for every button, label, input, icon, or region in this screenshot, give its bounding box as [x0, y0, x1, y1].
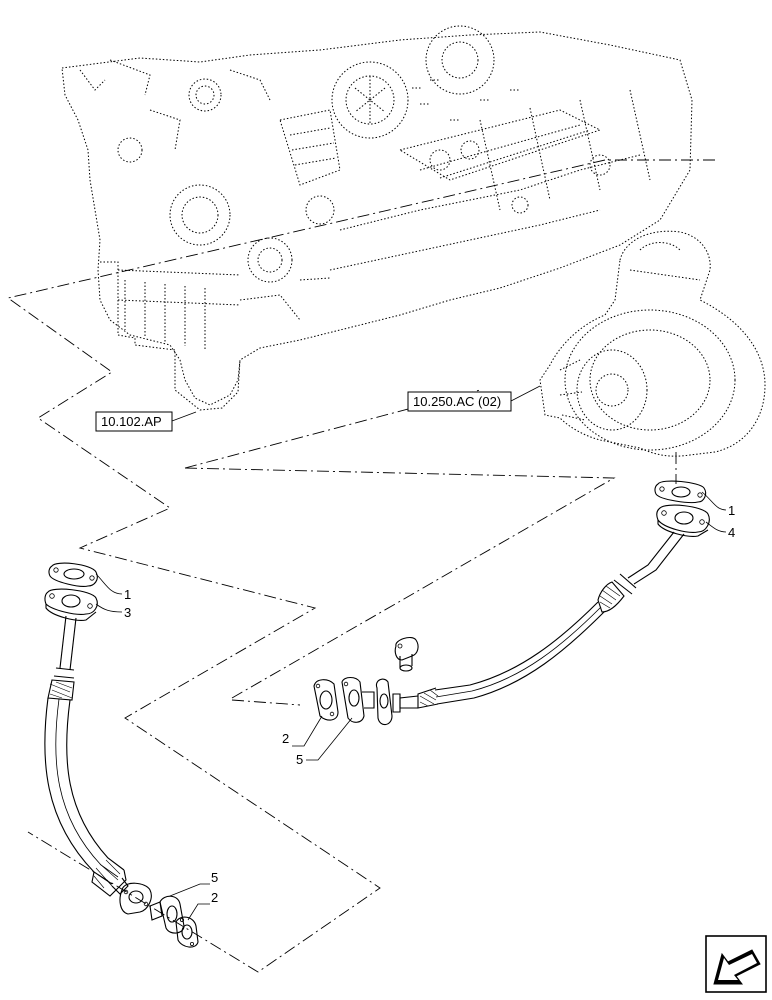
right-pipe-assembly: [313, 480, 710, 726]
left-adapter-lower: [149, 895, 185, 934]
callout-left-upper-1: 1: [124, 587, 131, 602]
group-boundary-lines: [6, 159, 715, 973]
callout-right-upper-1: 1: [728, 503, 735, 518]
engine-block-illustration: [61, 25, 693, 411]
turbocharger-illustration: [539, 230, 766, 457]
right-gasket-top: [654, 480, 707, 504]
callout-right-upper-4: 4: [728, 525, 735, 540]
right-flange-top: [656, 504, 710, 537]
callout-right-lower-5: 5: [296, 752, 303, 767]
turbo-reference-box[interactable]: 10.250.AC (02): [407, 391, 512, 412]
right-elbow-fitting: [394, 637, 419, 672]
left-pipe-assembly: [44, 562, 199, 948]
callout-left-lower-5: 5: [211, 870, 218, 885]
callout-left-lower-2: 2: [211, 890, 218, 905]
engine-reference-box[interactable]: 10.102.AP: [95, 411, 173, 432]
callout-leaders: [95, 385, 727, 921]
left-gasket-top: [48, 562, 98, 587]
right-gasket-lower: [313, 679, 339, 721]
engine-reference-label: 10.102.AP: [101, 414, 162, 429]
callout-right-lower-2: 2: [282, 731, 289, 746]
callout-left-upper-3: 3: [124, 605, 131, 620]
turbo-reference-label: 10.250.AC (02): [413, 394, 501, 409]
left-flange-top: [44, 588, 98, 621]
right-adapter-lower: [341, 676, 375, 723]
left-gasket-lower: [175, 916, 199, 948]
arrow-icon[interactable]: [705, 935, 767, 993]
